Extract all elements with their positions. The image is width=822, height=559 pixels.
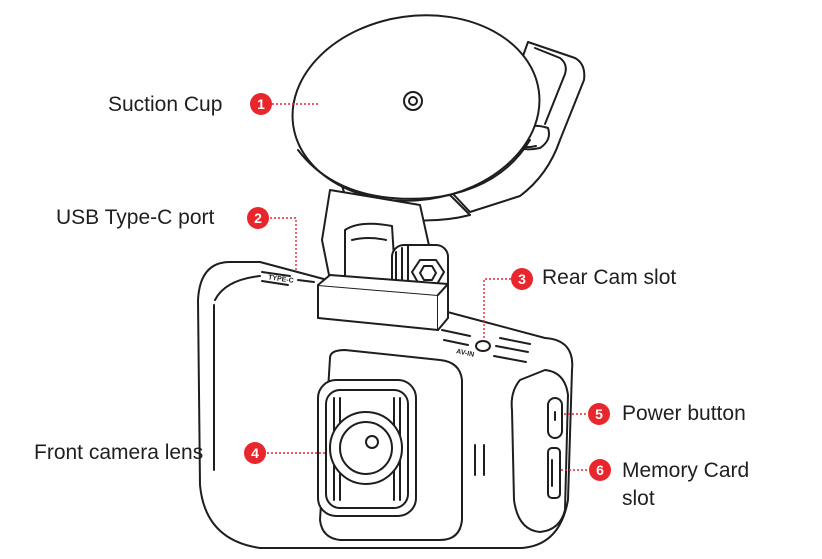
callout-badge-4: 4 [244,442,266,464]
callout-badge-6: 6 [589,459,611,481]
callout-badge-2: 2 [247,207,269,229]
callout-badge-5: 5 [588,403,610,425]
callout-label-usb-type-c-port: USB Type-C port [56,206,215,229]
callout-label-power-button: Power button [622,402,746,425]
callout-label-memory-card-line2: slot [622,487,655,510]
callout-badge-1: 1 [250,93,272,115]
callout-label-suction-cup: Suction Cup [108,93,223,116]
side-features [474,444,485,476]
leader-line-3 [483,278,511,338]
rear-cam-port [475,340,491,352]
callout-label-memory-card: Memory Card [622,459,750,482]
mount-base [317,274,449,331]
lens-housing [317,349,463,541]
callout-badge-3: 3 [511,268,533,290]
leader-line-2 [270,217,297,272]
callout-label-rear-cam-slot: Rear Cam slot [542,266,677,289]
suction-cup [291,14,541,222]
memory-card-slot [547,447,561,499]
power-button [547,397,563,439]
vents [261,271,531,363]
callout-label-front-camera-lens: Front camera lens [34,441,204,464]
